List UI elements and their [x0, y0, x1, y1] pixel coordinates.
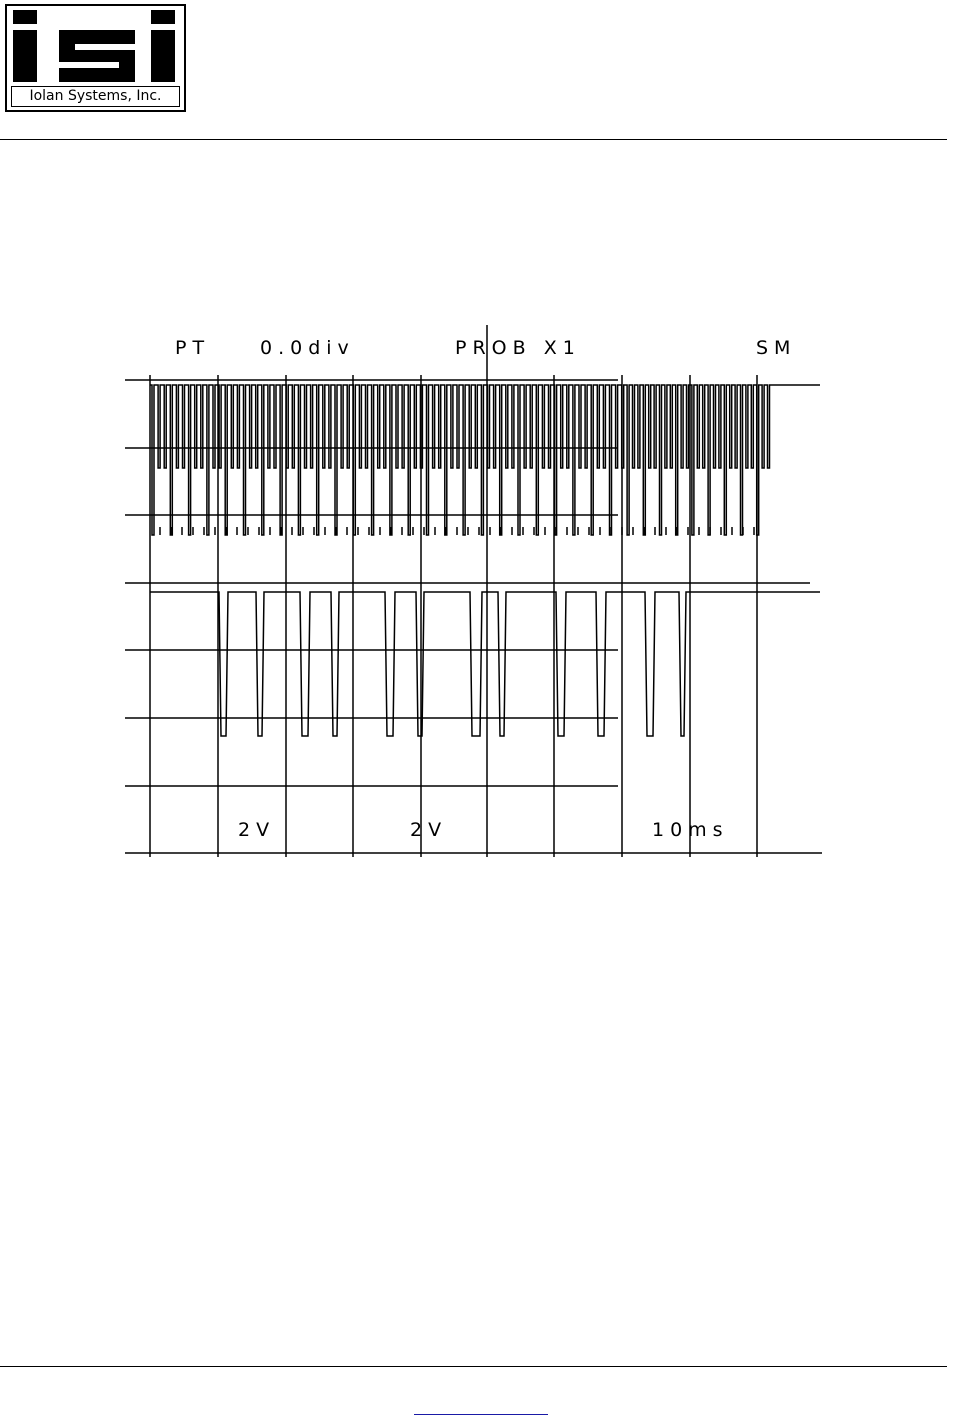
scope-label-mode: PT — [175, 337, 210, 359]
scope-label-timebase: 10ms — [652, 819, 729, 841]
isi-logo-mark — [7, 6, 184, 86]
trace-channel-1-detail — [160, 527, 754, 535]
scope-label-position: 0.0div — [260, 337, 355, 359]
footer-link[interactable] — [414, 1392, 548, 1415]
header-divider — [0, 139, 947, 140]
footer-divider — [0, 1366, 947, 1367]
scope-label-sm: SM — [756, 337, 796, 359]
oscilloscope-figure: PT 0.0div PROB X1 SM 2V 2V 10ms — [120, 320, 830, 862]
scope-label-ch2-volts: 2V — [410, 819, 447, 841]
company-name: Iolan Systems, Inc. — [11, 86, 180, 107]
scope-label-ch1-volts: 2V — [238, 819, 275, 841]
scope-label-probe: PROB X1 — [455, 337, 581, 359]
trace-channel-2 — [150, 592, 820, 736]
trace-channel-1 — [150, 385, 820, 535]
company-logo: Iolan Systems, Inc. — [5, 4, 186, 112]
